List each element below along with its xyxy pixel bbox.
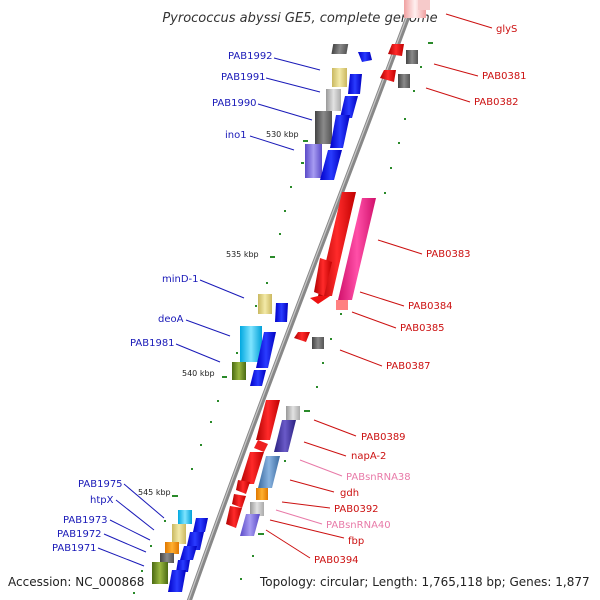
gene-label-PAB1975[interactable]: PAB1975 [78,479,123,490]
gene-label-PAB1972[interactable]: PAB1972 [57,529,102,540]
gene-label-PAB1973[interactable]: PAB1973 [63,515,108,526]
gene-label-ino1[interactable]: ino1 [225,130,247,141]
gene-label-PAB0394[interactable]: PAB0394 [314,555,359,566]
scale-label-535: 535 kbp [226,250,259,259]
gene-label-PAB1971[interactable]: PAB1971 [52,543,97,554]
scale-label-545: 545 kbp [138,488,171,497]
scale-label-540: 540 kbp [182,369,215,378]
gene-label-napA-2[interactable]: napA-2 [351,451,386,462]
gene-label-PAB0384[interactable]: PAB0384 [408,301,453,312]
gene-label-PABsnRNA40[interactable]: PABsnRNA40 [326,520,391,531]
gene-label-htpX[interactable]: htpX [90,495,114,506]
left-gene-glyphs [152,44,372,592]
gene-label-minD-1[interactable]: minD-1 [162,274,199,285]
gene-label-PAB0385[interactable]: PAB0385 [400,323,445,334]
gene-label-PAB1981[interactable]: PAB1981 [130,338,175,349]
gene-label-fbp[interactable]: fbp [348,536,364,547]
gene-label-PAB1992[interactable]: PAB1992 [228,51,273,62]
gene-label-PAB0383[interactable]: PAB0383 [426,249,471,260]
gene-label-PAB0392[interactable]: PAB0392 [334,504,379,515]
right-labels: glyS PAB0381 PAB0382 PAB0383 PAB0384 PAB… [265,13,527,566]
gene-label-PAB1991[interactable]: PAB1991 [221,72,266,83]
genome-title: Pyrococcus abyssi GE5, complete genome [162,11,437,26]
gene-label-gdh[interactable]: gdh [340,488,359,499]
gene-label-PAB0381[interactable]: PAB0381 [482,71,527,82]
genome-axis [186,0,417,600]
gene-label-PABsnRNA38[interactable]: PABsnRNA38 [346,472,411,483]
left-labels: PAB1992 PAB1991 PAB1990 ino1 minD-1 deoA… [52,51,321,567]
gene-label-PAB1990[interactable]: PAB1990 [212,98,257,109]
topology-text: Topology: circular; Length: 1,765,118 bp… [259,575,590,589]
scale-label-530: 530 kbp [266,130,299,139]
accession-text: Accession: NC_000868 [8,575,144,589]
right-gene-glyphs [226,0,430,536]
gene-label-PAB0382[interactable]: PAB0382 [474,97,519,108]
gene-label-PAB0389[interactable]: PAB0389 [361,432,406,443]
inner-tick-track [133,140,308,594]
gene-label-deoA[interactable]: deoA [158,314,184,325]
genome-axis-highlight [187,0,414,600]
gene-label-glyS[interactable]: glyS [496,24,517,35]
gene-label-PAB0387[interactable]: PAB0387 [386,361,431,372]
